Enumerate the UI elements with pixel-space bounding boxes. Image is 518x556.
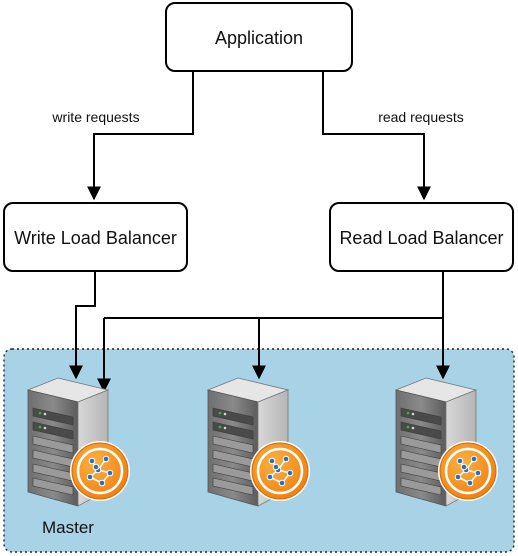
network-node-icon	[250, 441, 310, 501]
server-3	[394, 377, 498, 507]
write-load-balancer-node: Write Load Balancer	[3, 202, 188, 272]
master-label: Master	[42, 518, 94, 537]
server-1	[26, 377, 130, 507]
read-load-balancer-label: Read Load Balancer	[339, 228, 503, 248]
application-node: Application	[165, 2, 353, 72]
network-node-icon	[438, 441, 498, 501]
write-to-master-arrow	[69, 271, 96, 380]
write-load-balancer-label: Write Load Balancer	[14, 228, 177, 248]
write-requests-label: write requests	[51, 109, 139, 125]
network-node-icon	[70, 441, 130, 501]
read-requests-arrow	[322, 71, 431, 201]
read-requests-label: read requests	[378, 109, 464, 125]
server-2	[206, 377, 310, 507]
read-load-balancer-node: Read Load Balancer	[329, 202, 514, 272]
application-label: Application	[215, 28, 303, 48]
write-requests-arrow	[87, 71, 194, 201]
